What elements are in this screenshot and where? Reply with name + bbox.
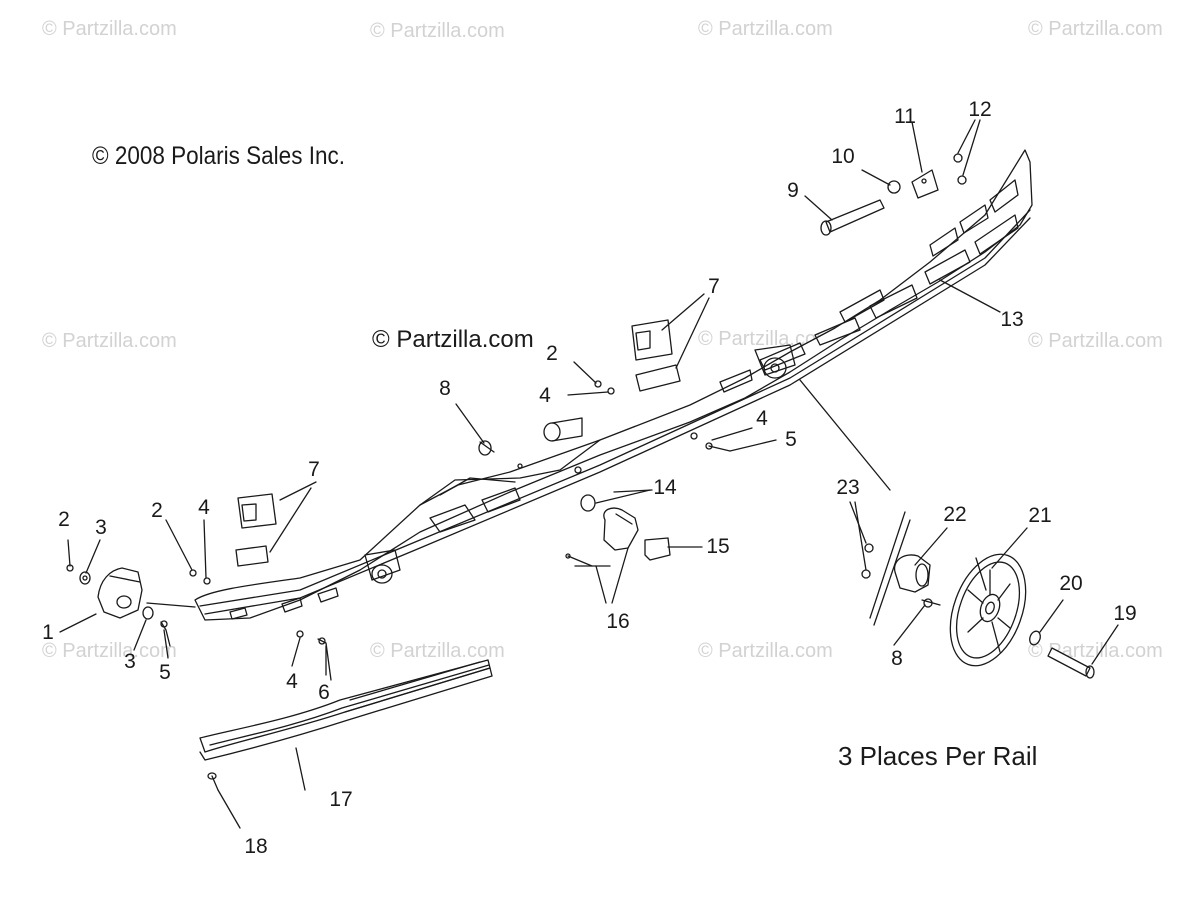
callout-23[interactable]: 23 <box>836 476 860 499</box>
callout-19[interactable]: 19 <box>1113 602 1137 625</box>
watermark: © Partzilla.com <box>42 18 177 40</box>
callout-5[interactable]: 5 <box>159 661 171 684</box>
watermark: © Partzilla.com <box>698 18 833 40</box>
callout-8[interactable]: 8 <box>891 647 903 670</box>
center-watermark: © Partzilla.com <box>372 326 534 353</box>
watermark: © Partzilla.com <box>42 640 177 662</box>
end-cap <box>97 567 196 619</box>
copyright-notice: © 2008 Polaris Sales Inc. <box>92 142 345 170</box>
callout-5[interactable]: 5 <box>785 428 797 451</box>
callout-11[interactable]: 11 <box>894 105 916 128</box>
callout-6[interactable]: 6 <box>318 681 330 704</box>
callout-7[interactable]: 7 <box>708 275 720 298</box>
callout-3[interactable]: 3 <box>95 516 107 539</box>
callout-17[interactable]: 17 <box>329 788 353 811</box>
callout-8[interactable]: 8 <box>439 377 451 400</box>
callout-2[interactable]: 2 <box>58 508 70 531</box>
callout-3[interactable]: 3 <box>124 650 136 673</box>
callout-12[interactable]: 12 <box>968 98 992 121</box>
hardware <box>66 380 731 681</box>
leader-lines <box>59 119 1119 829</box>
watermark: © Partzilla.com <box>42 330 177 352</box>
watermark: © Partzilla.com <box>698 640 833 662</box>
callout-2[interactable]: 2 <box>546 342 558 365</box>
callout-4[interactable]: 4 <box>286 670 298 693</box>
callout-18[interactable]: 18 <box>244 835 268 858</box>
watermark: © Partzilla.com <box>1028 330 1163 352</box>
callout-4[interactable]: 4 <box>756 407 768 430</box>
idler-wheel-assembly <box>861 511 1095 679</box>
callout-15[interactable]: 15 <box>706 535 730 558</box>
callout-13[interactable]: 13 <box>1000 308 1024 331</box>
callout-10[interactable]: 10 <box>831 145 855 168</box>
callout-20[interactable]: 20 <box>1059 572 1083 595</box>
watermark: © Partzilla.com <box>698 328 833 350</box>
wear-strip <box>199 659 493 761</box>
slide-rail <box>194 149 1033 621</box>
watermark: © Partzilla.com <box>1028 18 1163 40</box>
placement-note: 3 Places Per Rail <box>838 741 1038 771</box>
callout-1[interactable]: 1 <box>42 621 54 644</box>
watermark: © Partzilla.com <box>370 640 505 662</box>
callout-9[interactable]: 9 <box>787 179 799 202</box>
callout-4[interactable]: 4 <box>198 496 210 519</box>
callout-14[interactable]: 14 <box>653 476 677 499</box>
callout-16[interactable]: 16 <box>606 610 630 633</box>
callout-7[interactable]: 7 <box>308 458 320 481</box>
hifax-block <box>235 319 681 567</box>
callout-4[interactable]: 4 <box>539 384 551 407</box>
callout-22[interactable]: 22 <box>943 503 967 526</box>
shaft-bolt <box>820 153 967 236</box>
callout-2[interactable]: 2 <box>151 499 163 522</box>
idler-spacer <box>565 494 671 567</box>
watermark: © Partzilla.com <box>370 20 505 42</box>
callout-21[interactable]: 21 <box>1028 504 1052 527</box>
